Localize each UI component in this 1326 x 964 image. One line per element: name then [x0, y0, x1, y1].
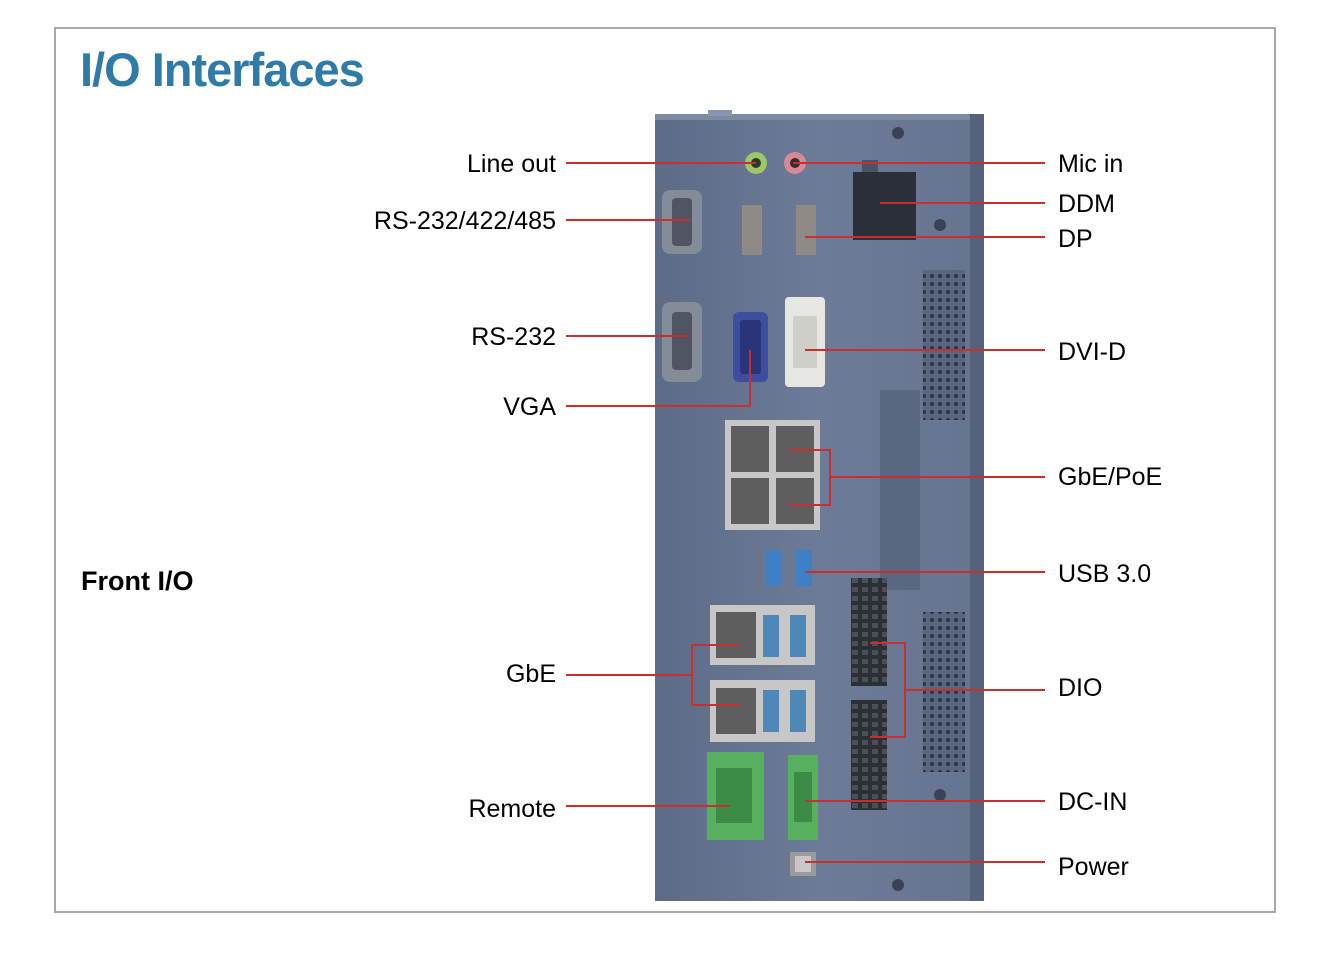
displayport-connectors	[742, 205, 816, 255]
dio-headers	[851, 578, 887, 810]
gbe-poe-ports	[725, 420, 820, 530]
label-dp: DP	[1058, 225, 1093, 253]
label-power: Power	[1058, 853, 1129, 881]
remote-terminal	[707, 752, 764, 840]
ddm-slot	[853, 160, 916, 240]
label-ddm: DDM	[1058, 190, 1115, 218]
gbe-ports	[710, 605, 815, 742]
vent-upper	[923, 270, 965, 420]
label-rs232-422-485: RS-232/422/485	[374, 207, 556, 235]
label-mic-in: Mic in	[1058, 150, 1123, 178]
usb3-ports	[765, 550, 812, 586]
dc-in-terminal	[788, 755, 818, 840]
section-label-front-io: Front I/O	[81, 566, 194, 596]
vent-lower	[923, 612, 965, 772]
callout-lines	[566, 162, 1045, 863]
device-front-panel	[655, 110, 984, 901]
label-gbe: GbE	[506, 660, 556, 688]
dvi-d-port	[785, 297, 825, 387]
label-line-out: Line out	[467, 150, 556, 178]
label-dvi-d: DVI-D	[1058, 338, 1126, 366]
rs232-port	[662, 302, 702, 382]
left-callout-labels: Line out RS-232/422/485 RS-232 VGA GbE R…	[374, 150, 556, 823]
label-usb-3-0: USB 3.0	[1058, 560, 1151, 588]
label-dio: DIO	[1058, 674, 1102, 702]
label-dc-in: DC-IN	[1058, 788, 1127, 816]
page-title: I/O Interfaces	[80, 43, 365, 96]
label-rs232: RS-232	[471, 323, 556, 351]
label-gbe-poe: GbE/PoE	[1058, 463, 1162, 491]
vga-port	[733, 312, 768, 382]
label-vga: VGA	[503, 393, 556, 421]
right-callout-labels: Mic in DDM DP DVI-D GbE/PoE USB 3.0 DIO …	[1058, 150, 1162, 881]
rs232-422-485-port	[662, 190, 702, 254]
label-remote: Remote	[468, 795, 556, 823]
power-button	[790, 852, 816, 876]
